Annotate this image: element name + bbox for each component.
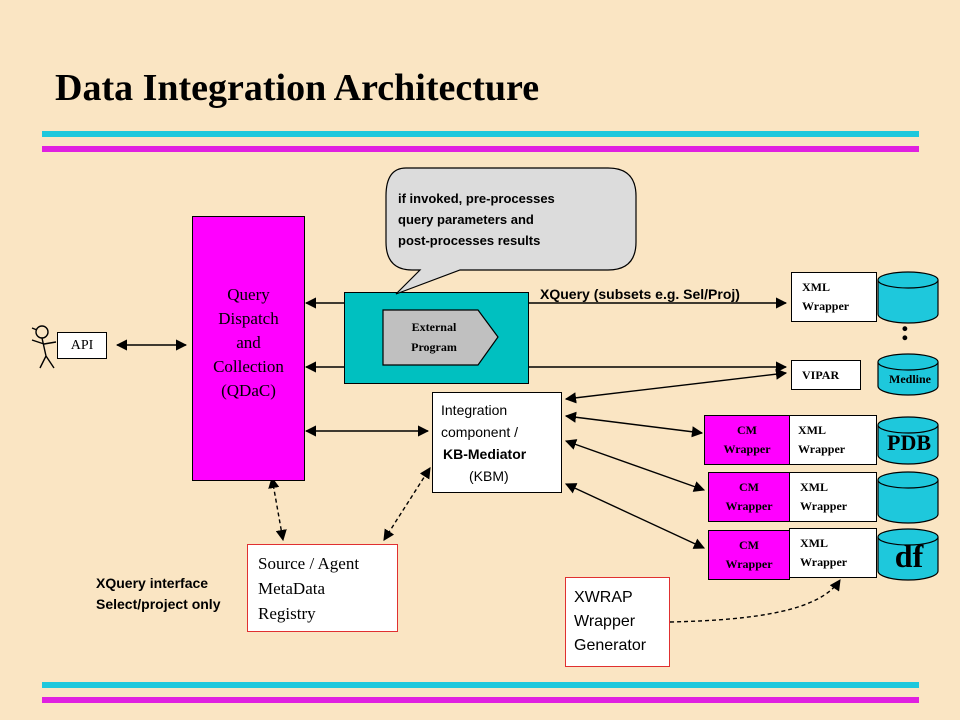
- api-label: API: [70, 337, 94, 353]
- database-ellipsis: :: [900, 314, 910, 347]
- callout-line-3: post-processes results: [398, 233, 541, 248]
- qdac-line-1: Query: [227, 284, 270, 304]
- kbm-vipar-arrow: [564, 368, 788, 404]
- kbm-cm3-arrow: [564, 483, 706, 549]
- bottom-cyan-band: [42, 682, 919, 688]
- xml-wrapper-3-line-1: XML: [800, 536, 828, 550]
- xquery-subsets-label: XQuery (subsets e.g. Sel/Proj): [540, 286, 740, 302]
- xml-wrapper-top-line-1: XML: [802, 280, 830, 294]
- external-program-label: External Program: [384, 317, 484, 357]
- df-cylinder: [877, 528, 939, 581]
- xwrap-box: XWRAP Wrapper Generator: [565, 577, 670, 667]
- pdb-cylinder: [877, 416, 939, 465]
- cm-wrapper-3-line-2: Wrapper: [725, 557, 773, 571]
- external-program-line-2: Program: [411, 340, 457, 354]
- top-cyan-band: [42, 131, 919, 137]
- xml-wrapper-3-line-2: Wrapper: [800, 555, 848, 569]
- qdac-line-3: and: [236, 332, 261, 352]
- integration-line-1: Integration: [441, 401, 508, 418]
- callout-bubble: [385, 167, 637, 295]
- xml-wrapper-2-line-1: XML: [800, 480, 828, 494]
- cm-wrapper-3-line-1: CM: [739, 538, 759, 552]
- callout-line-2: query parameters and: [398, 212, 534, 227]
- xml-wrapper-2: XML Wrapper: [789, 472, 877, 522]
- xml-wrapper-1-line-2: Wrapper: [798, 442, 846, 456]
- vipar-box: VIPAR: [791, 360, 861, 390]
- integration-line-2: component /: [441, 423, 519, 440]
- qdac-box: Query Dispatch and Collection (QDaC): [192, 216, 305, 481]
- external-program-line-1: External: [411, 320, 457, 334]
- df-label: df: [894, 538, 924, 574]
- xml-wrapper-top-line-2: Wrapper: [802, 299, 850, 313]
- xwrap-line-2: Wrapper: [574, 613, 636, 630]
- xml-wrapper-top: XML Wrapper: [791, 272, 877, 322]
- cm-wrapper-3: CM Wrapper: [708, 530, 790, 580]
- qdac-line-2: Dispatch: [218, 308, 279, 328]
- kbm-cm2-arrow: [564, 439, 706, 492]
- medline-cylinder: [877, 353, 939, 396]
- vipar-label: VIPAR: [802, 367, 840, 382]
- cm-wrapper-1: CM Wrapper: [704, 415, 790, 465]
- medline-label: Medline: [889, 372, 931, 386]
- user-figure-icon: [31, 325, 57, 369]
- integration-line-4: (KBM): [469, 467, 509, 484]
- xml-wrapper-3: XML Wrapper: [789, 528, 877, 578]
- database-cylinder-1: [877, 271, 939, 324]
- callout-line-1: if invoked, pre-processes: [398, 191, 555, 206]
- xwrap-line-1: XWRAP: [574, 589, 633, 606]
- registry-box: Source / Agent MetaData Registry: [247, 544, 398, 632]
- xwrap-xml-dashed: [669, 579, 841, 623]
- cm-wrapper-2-line-1: CM: [739, 480, 759, 494]
- xml-wrapper-1-line-1: XML: [798, 423, 826, 437]
- cm-wrapper-1-line-1: CM: [737, 423, 757, 437]
- xml-wrapper-2-line-2: Wrapper: [800, 499, 848, 513]
- qdac-line-4: Collection: [213, 356, 284, 376]
- registry-kbm-dashed: [383, 467, 431, 541]
- top-magenta-band: [42, 146, 919, 152]
- pdb-label: PDB: [887, 430, 931, 455]
- integration-line-3: KB-Mediator: [443, 445, 527, 462]
- cm-wrapper-2: CM Wrapper: [708, 472, 790, 522]
- registry-line-2: MetaData: [258, 578, 326, 598]
- cm-wrapper-2-line-2: Wrapper: [725, 499, 773, 513]
- qdac-registry-dashed: [268, 476, 287, 542]
- database-cylinder-4: [877, 471, 939, 524]
- callout-text: if invoked, pre-processes query paramete…: [398, 188, 555, 251]
- integration-component-box: Integration component / KB-Mediator (KBM…: [432, 392, 562, 493]
- xquery-interface-label: XQuery interface Select/project only: [96, 573, 220, 615]
- registry-line-1: Source / Agent: [258, 553, 360, 573]
- slide-title: Data Integration Architecture: [55, 67, 540, 109]
- cm-wrapper-1-line-2: Wrapper: [723, 442, 771, 456]
- bottom-magenta-band: [42, 697, 919, 703]
- registry-line-3: Registry: [258, 603, 316, 623]
- api-box: API: [57, 332, 107, 359]
- xquery-interface-line-1: XQuery interface: [96, 575, 209, 591]
- xml-wrapper-1: XML Wrapper: [789, 415, 877, 465]
- external-program-pentagon: [382, 309, 499, 366]
- xwrap-line-3: Generator: [574, 637, 647, 654]
- kbm-cm1-arrow: [564, 411, 704, 438]
- xquery-interface-line-2: Select/project only: [96, 596, 221, 612]
- qdac-line-5: (QDaC): [221, 380, 276, 400]
